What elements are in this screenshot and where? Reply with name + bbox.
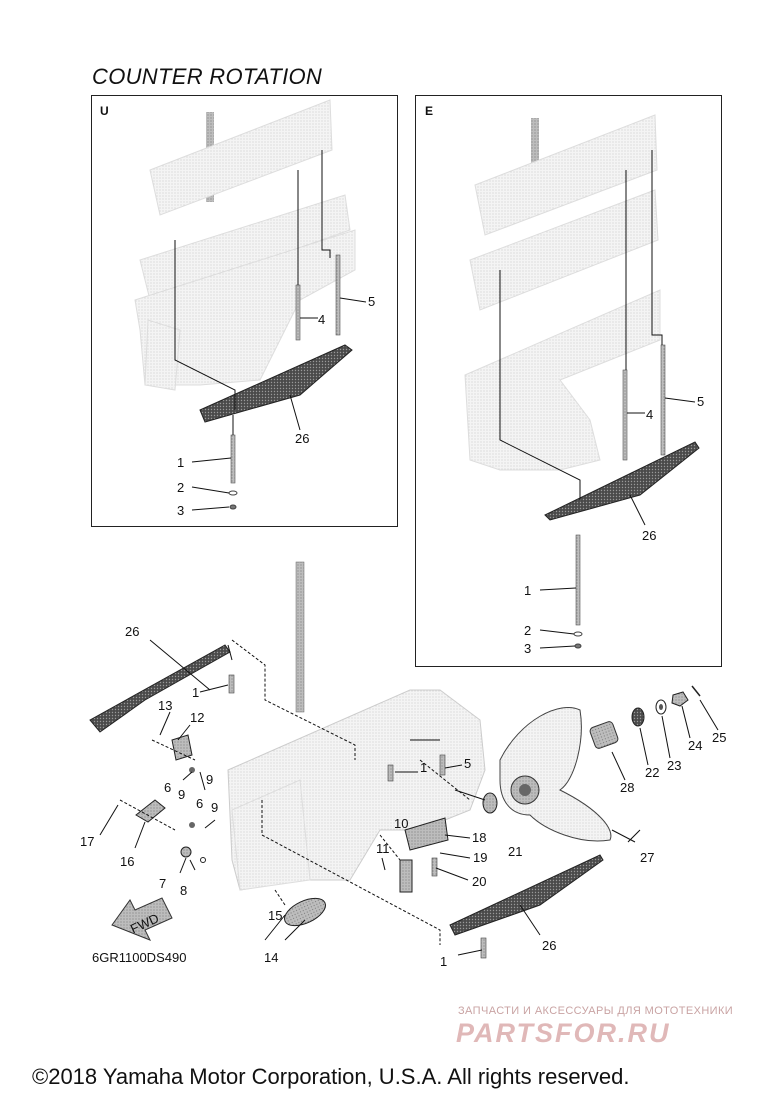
callout-2-e: 2 [524, 623, 531, 638]
callout-24: 24 [688, 738, 702, 753]
bolt-5-e [660, 344, 666, 456]
callout-13: 13 [158, 698, 172, 713]
callout-28: 28 [620, 780, 634, 795]
callout-27: 27 [640, 850, 654, 865]
callout-20: 20 [472, 874, 486, 889]
part-16 [135, 799, 166, 823]
panel-u [91, 95, 398, 527]
panel-e-drawing: 4 5 26 1 2 3 [464, 114, 704, 656]
hub-28 [589, 721, 619, 749]
callout-10: 10 [394, 816, 408, 831]
callout-7: 7 [159, 876, 166, 891]
panel-e-label: E [425, 104, 434, 118]
callout-9-b: 9 [178, 787, 185, 802]
anode-18 [404, 817, 449, 851]
callout-25: 25 [712, 730, 726, 745]
part-12 [171, 734, 193, 761]
callout-1-main-c: 1 [440, 954, 447, 969]
callout-6-a: 6 [164, 780, 171, 795]
callout-9-a: 9 [206, 772, 213, 787]
callout-26-main-top: 26 [125, 624, 139, 639]
copyright-notice: ©2018 Yamaha Motor Corporation, U.S.A. A… [32, 1064, 630, 1089]
callout-26-u: 26 [295, 431, 309, 446]
skeg-u [199, 344, 353, 423]
panel-e [415, 95, 722, 667]
callout-26-e: 26 [642, 528, 656, 543]
bolt-4-u [295, 284, 301, 341]
callout-22: 22 [645, 765, 659, 780]
callout-23: 23 [667, 758, 681, 773]
fwd-arrow [111, 897, 173, 941]
callout-16: 16 [120, 854, 134, 869]
callout-15: 15 [268, 908, 282, 923]
callout-1-u: 1 [177, 455, 184, 470]
rod-1-e [575, 534, 581, 626]
watermark-brand: PARTSFOR.RU [456, 1018, 671, 1048]
callout-26-main-bottom: 26 [542, 938, 556, 953]
callout-4-e: 4 [646, 407, 653, 422]
callout-19: 19 [473, 850, 487, 865]
callout-21: 21 [508, 844, 522, 859]
callout-6-b: 6 [196, 796, 203, 811]
callout-11: 11 [376, 841, 390, 856]
nut-24 [671, 691, 689, 707]
upper-skeg [89, 644, 231, 733]
rod-1-u [230, 434, 236, 484]
callout-5-main: 5 [464, 756, 471, 771]
pin-25 [691, 685, 701, 697]
callout-8: 8 [180, 883, 187, 898]
callout-4-u: 4 [318, 312, 325, 327]
callout-14: 14 [264, 950, 278, 965]
callout-1-e: 1 [524, 583, 531, 598]
callout-18: 18 [472, 830, 486, 845]
watermark-tagline: ЗАПЧАСТИ И АКСЕССУАРЫ ДЛЯ МОТОТЕХНИКИ [458, 1005, 734, 1017]
callout-3-u: 3 [177, 503, 184, 518]
thrust-21 [482, 792, 498, 814]
callout-5-e: 5 [697, 394, 704, 409]
anode-15 [284, 897, 326, 927]
washer-22 [631, 707, 645, 727]
diagram-code: 6GR1100DS490 [92, 950, 187, 965]
callout-9-c: 9 [211, 800, 218, 815]
main-drawing: FWD [80, 561, 726, 969]
lower-skeg [449, 854, 604, 936]
callout-5-u: 5 [368, 294, 375, 309]
callout-3-e: 3 [524, 641, 531, 656]
panel-u-drawing: 4 5 26 1 2 3 [134, 99, 375, 518]
bolt-5-u [335, 254, 341, 336]
bolt-4-e [622, 369, 628, 461]
panel-u-label: U [100, 104, 109, 118]
part-10 [399, 859, 413, 893]
propeller [499, 706, 612, 842]
callout-1-main-a: 1 [192, 685, 199, 700]
callout-12: 12 [190, 710, 204, 725]
skeg-e [544, 441, 700, 521]
callout-2-u: 2 [177, 480, 184, 495]
callout-17: 17 [80, 834, 94, 849]
callout-1-main-b: 1 [420, 760, 427, 775]
page-title: COUNTER ROTATION [92, 64, 323, 89]
